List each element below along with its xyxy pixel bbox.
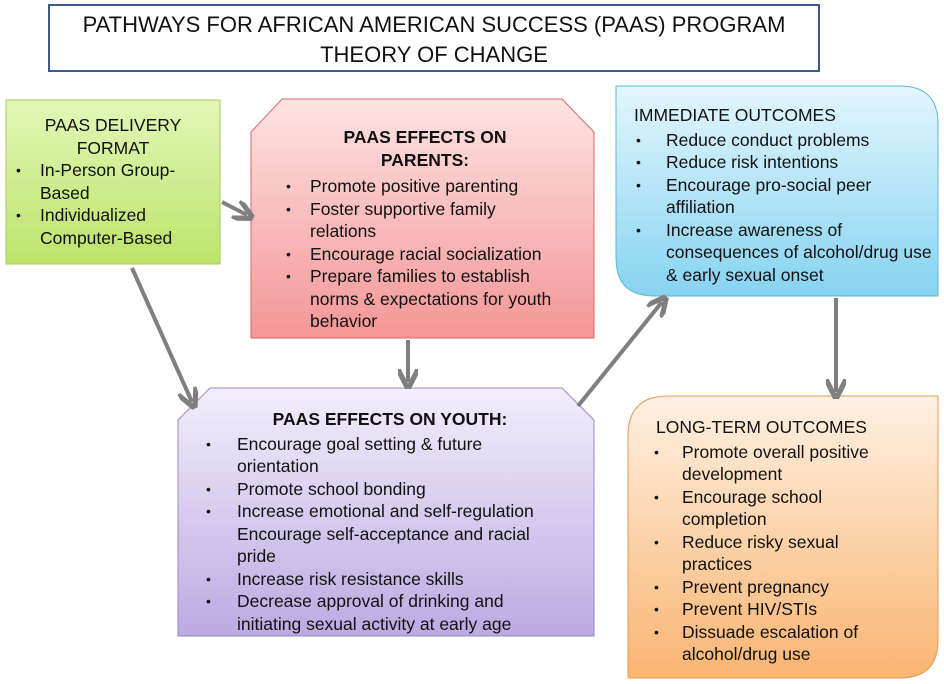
youth-item: Promote school bonding	[200, 478, 580, 501]
immediate-item: Increase awareness of consequences of al…	[630, 219, 932, 287]
parents-item: Promote positive parenting	[280, 175, 580, 198]
longterm-content: LONG-TERM OUTCOMES Promote overall posit…	[648, 416, 934, 666]
parents-item: Encourage racial socialization	[280, 243, 580, 266]
title-line-1: PATHWAYS FOR AFRICAN AMERICAN SUCCESS (P…	[82, 12, 786, 37]
delivery-heading-line-2: FORMAT	[76, 137, 150, 158]
longterm-item: Prevent HIV/STIs	[648, 598, 934, 621]
immediate-item: Reduce conduct problems	[630, 129, 932, 152]
longterm-item: Prevent pregnancy	[648, 576, 934, 599]
immediate-item: Reduce risk intentions	[630, 151, 932, 174]
longterm-item: Encourage school completion	[648, 486, 934, 531]
parents-heading-line-1: PAAS EFFECTS ON	[343, 127, 507, 147]
youth-content: PAAS EFFECTS ON YOUTH: Encourage goal se…	[200, 408, 580, 635]
immediate-item: Encourage pro-social peer affiliation	[630, 174, 932, 219]
longterm-item: Dissuade escalation of alcohol/drug use	[648, 621, 934, 666]
parents-item: Foster supportive family relations	[280, 198, 580, 243]
delivery-item: Individualized Computer-Based	[10, 204, 216, 249]
parents-list: Promote positive parenting Foster suppor…	[280, 175, 580, 333]
youth-item: Increase risk resistance skills	[200, 568, 580, 591]
title-line-2: THEORY OF CHANGE	[320, 42, 548, 67]
youth-item: Increase emotional and self-regulation E…	[200, 500, 580, 568]
parents-heading-line-2: PARENTS:	[380, 149, 470, 170]
longterm-item: Reduce risky sexual practices	[648, 531, 934, 576]
youth-item: Decrease approval of drinking and initia…	[200, 590, 580, 635]
youth-heading: PAAS EFFECTS ON YOUTH:	[272, 409, 508, 429]
youth-item: Encourage goal setting & future orientat…	[200, 433, 580, 478]
parents-content: PAAS EFFECTS ON PARENTS: Promote positiv…	[280, 126, 580, 333]
longterm-item: Promote overall positive development	[648, 441, 934, 486]
longterm-heading: LONG-TERM OUTCOMES	[656, 417, 867, 437]
arrow-youth-to-immediate	[576, 302, 662, 408]
immediate-heading: IMMEDIATE OUTCOMES	[634, 105, 836, 125]
delivery-item: In-Person Group-Based	[10, 159, 216, 204]
parents-item: Prepare families to establish norms & ex…	[280, 265, 580, 333]
immediate-content: IMMEDIATE OUTCOMES Reduce conduct proble…	[630, 104, 932, 286]
arrow-delivery-to-parents	[221, 202, 247, 215]
immediate-list: Reduce conduct problems Reduce risk inte…	[630, 129, 932, 287]
delivery-list: In-Person Group-Based Individualized Com…	[10, 159, 216, 249]
longterm-list: Promote overall positive development Enc…	[648, 441, 934, 666]
diagram-title: PATHWAYS FOR AFRICAN AMERICAN SUCCESS (P…	[48, 4, 820, 72]
delivery-content: PAAS DELIVERY FORMAT In-Person Group-Bas…	[10, 114, 216, 249]
arrow-delivery-to-youth	[130, 267, 192, 402]
youth-list: Encourage goal setting & future orientat…	[200, 433, 580, 636]
delivery-heading-line-1: PAAS DELIVERY	[44, 115, 182, 135]
